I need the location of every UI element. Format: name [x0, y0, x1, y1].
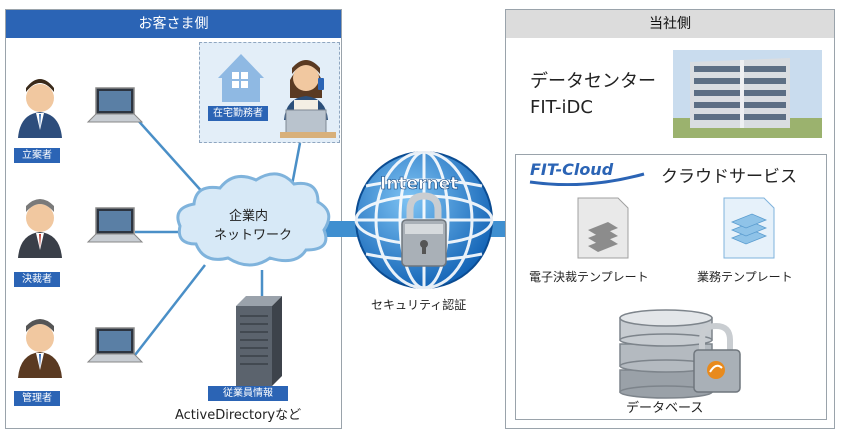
role-badge-approver: 決裁者 — [14, 272, 60, 287]
datacenter-line2: FIT-iDC — [530, 97, 593, 118]
customer-panel-title: お客さま側 — [6, 10, 341, 38]
template-1-label: 電子決裁テンプレート — [529, 270, 649, 284]
cloud-service-label: クラウドサービス — [661, 167, 797, 187]
server-caption: ActiveDirectoryなど — [175, 408, 302, 423]
network-label-1: 企業内 — [229, 209, 269, 224]
template-2-label: 業務テンプレート — [697, 270, 793, 284]
fit-cloud-logo: FIT-Cloud — [526, 160, 648, 186]
database-label: データベース — [626, 401, 704, 416]
role-badge-admin: 管理者 — [14, 391, 60, 406]
logo-swoosh-icon — [529, 172, 645, 186]
role-badge-planner: 立案者 — [14, 148, 60, 163]
internet-title: Internet — [380, 174, 459, 195]
datacenter-line1: データセンター — [530, 71, 656, 92]
fit-cloud-logo-text: FIT-Cloud — [530, 160, 614, 179]
remote-worker-badge: 在宅勤務者 — [208, 106, 268, 121]
server-badge: 従業員情報 — [208, 386, 288, 401]
internet-caption: セキュリティ認証 — [371, 298, 467, 312]
company-panel-title: 当社側 — [506, 10, 834, 38]
cloud-service-box — [515, 154, 827, 420]
network-label-2: ネットワーク — [214, 228, 293, 243]
